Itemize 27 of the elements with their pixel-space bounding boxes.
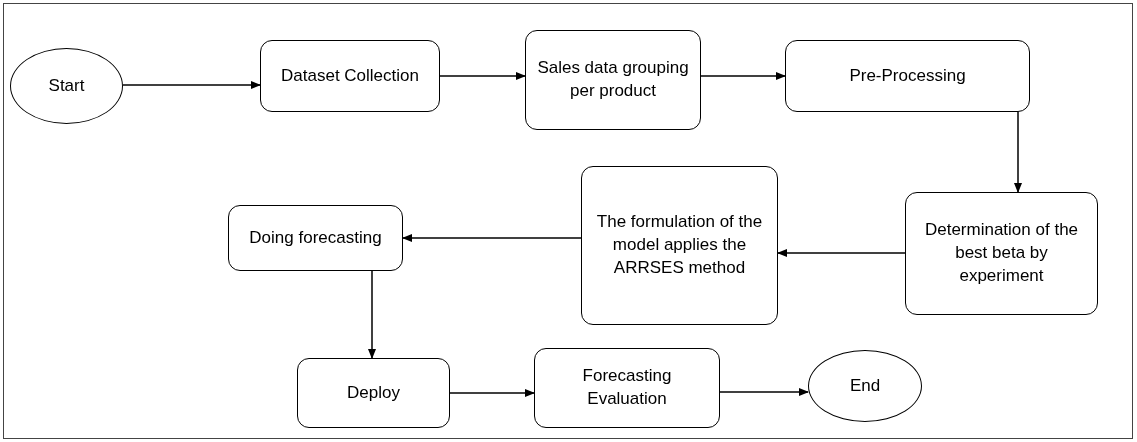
process-box [260, 40, 440, 112]
arrow [1014, 111, 1022, 193]
arrow [122, 81, 261, 89]
arrow [449, 389, 535, 397]
process-box [525, 30, 701, 130]
node-label: End [849, 374, 881, 397]
arrow [439, 72, 526, 80]
node-label: Dataset Collection [281, 64, 419, 87]
process-box [581, 166, 778, 325]
arrow [402, 234, 582, 242]
node-label: The formulation of the model applies the ARRSES method [595, 211, 764, 279]
arrow [368, 270, 376, 359]
arrow [700, 72, 786, 80]
node-label: Determination of the best beta by experiment [923, 219, 1080, 287]
process-box [534, 348, 720, 428]
node-label: Doing forecasting [249, 226, 382, 249]
node-label: Pre-Processing [849, 64, 966, 87]
process-box [905, 192, 1098, 315]
process-box [297, 358, 450, 428]
node-label: Deploy [347, 381, 400, 404]
node-label: Start [48, 74, 85, 97]
arrow [777, 249, 906, 257]
node-label: Forecasting Evaluation [581, 365, 673, 410]
process-box [785, 40, 1030, 112]
arrow [719, 388, 809, 396]
process-box [228, 205, 403, 271]
node-label: Sales data grouping per product [536, 57, 690, 102]
